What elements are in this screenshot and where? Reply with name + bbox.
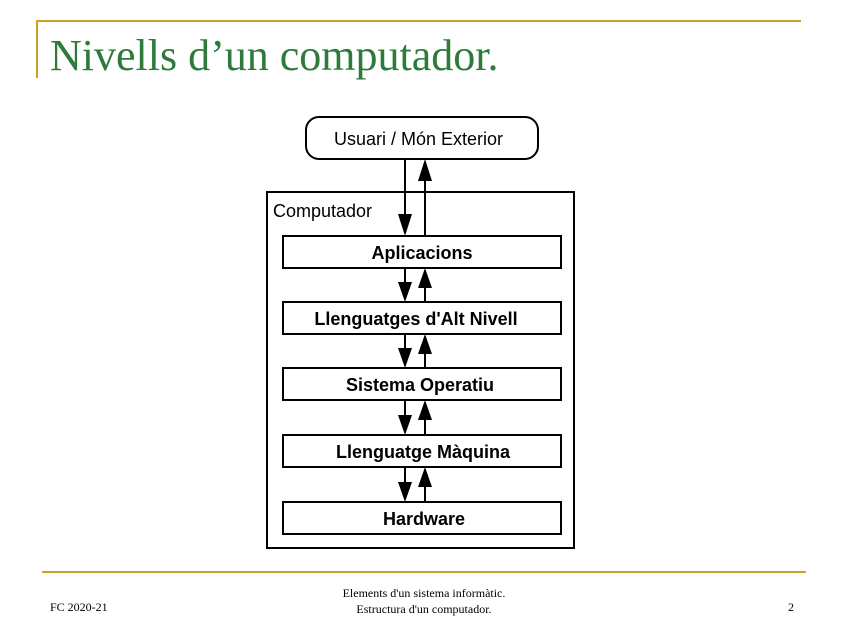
arrow-pair-os-machine xyxy=(398,400,432,435)
slide-title: Nivells d’un computador. xyxy=(50,31,499,80)
computer-label: Computador xyxy=(273,201,372,221)
layer-label-applications: Aplicacions xyxy=(371,243,472,263)
top-rule xyxy=(37,20,801,22)
arrow-pair-languages-os xyxy=(398,334,432,368)
computer-container xyxy=(266,191,575,549)
footer-subject-line-2: Estructura d'un computador. xyxy=(356,602,492,616)
layer-label-high-level-languages: Llenguatges d'Alt Nivell xyxy=(314,309,517,329)
left-rule xyxy=(36,20,38,78)
footer-course: FC 2020-21 xyxy=(50,600,108,614)
layer-box-machine-language xyxy=(282,434,562,468)
outer-world-box xyxy=(305,116,539,160)
layer-label-machine-language: Llenguatge Màquina xyxy=(336,442,511,462)
layer-box-applications xyxy=(282,235,562,269)
arrow-pair-machine-hardware xyxy=(398,467,432,502)
bottom-rule xyxy=(42,571,806,573)
layer-label-operating-system: Sistema Operatiu xyxy=(346,375,494,395)
arrow-pair-applications-languages xyxy=(398,268,432,302)
footer-subject: Elements d'un sistema informàtic. Estruc… xyxy=(324,585,524,617)
layer-box-hardware xyxy=(282,501,562,535)
layer-box-high-level-languages xyxy=(282,301,562,335)
layer-box-operating-system xyxy=(282,367,562,401)
outer-world-label: Usuari / Món Exterior xyxy=(334,129,503,149)
page-number: 2 xyxy=(788,600,794,614)
footer-subject-line-1: Elements d'un sistema informàtic. xyxy=(342,586,506,600)
arrow-pair-outer-applications xyxy=(398,159,432,236)
layer-label-hardware: Hardware xyxy=(383,509,465,529)
